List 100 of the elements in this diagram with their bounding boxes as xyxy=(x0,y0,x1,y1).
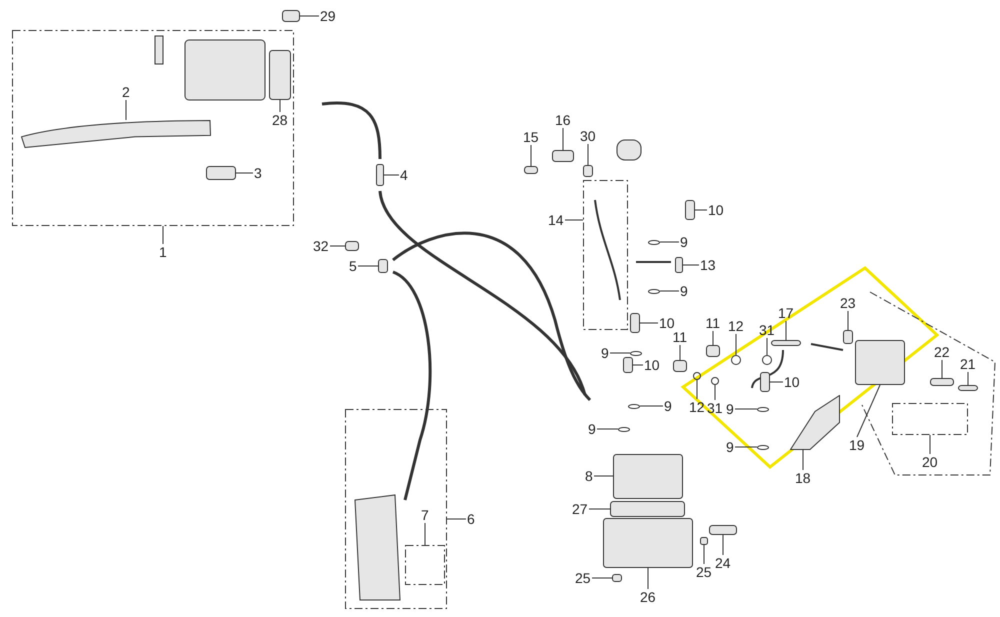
leader-line xyxy=(530,144,532,166)
part-drawing xyxy=(930,378,954,386)
part-drawing xyxy=(673,360,687,372)
callout-number: 10 xyxy=(658,315,676,331)
leader-line xyxy=(640,322,658,324)
part-drawing xyxy=(282,10,300,22)
part-drawing xyxy=(958,385,978,391)
part-drawing xyxy=(603,518,693,568)
leader-line xyxy=(596,428,618,430)
part-drawing xyxy=(706,345,720,357)
leader-line xyxy=(734,408,758,410)
leader-line xyxy=(696,380,698,400)
callout-number: 8 xyxy=(584,468,594,484)
leader-line xyxy=(722,534,724,556)
part-drawing xyxy=(623,357,633,373)
callout-number: 3 xyxy=(253,165,263,181)
washer-drawing xyxy=(762,355,772,365)
callout-number: 32 xyxy=(312,238,330,254)
callout-number: 23 xyxy=(839,295,857,311)
washer-drawing xyxy=(731,355,741,365)
part-drawing xyxy=(612,574,622,582)
leader-line xyxy=(714,384,716,400)
part-drawing xyxy=(630,313,640,333)
washer-drawing xyxy=(618,426,630,432)
leader-line xyxy=(446,518,466,520)
callout-number: 9 xyxy=(725,401,735,417)
callout-number: 13 xyxy=(699,257,717,273)
part-drawing xyxy=(378,259,388,273)
callout-number: 9 xyxy=(663,398,673,414)
leader-line xyxy=(802,450,804,470)
washer-drawing xyxy=(693,372,701,380)
part-drawing xyxy=(269,50,291,100)
callout-number: 21 xyxy=(959,356,977,372)
callout-number: 2 xyxy=(121,84,131,100)
callout-number: 18 xyxy=(794,470,812,486)
callout-number: 25 xyxy=(695,564,713,580)
washer-drawing xyxy=(757,444,769,450)
callout-number: 27 xyxy=(571,501,589,517)
callout-number: 25 xyxy=(574,570,592,586)
callout-number: 11 xyxy=(672,329,688,345)
assembly-outline xyxy=(583,180,628,330)
washer-drawing xyxy=(711,377,719,385)
part-drawing xyxy=(709,525,737,535)
leader-line xyxy=(424,522,426,546)
washer-drawing xyxy=(628,404,640,408)
leader-line xyxy=(660,290,680,292)
leader-line xyxy=(766,338,768,356)
part-drawing xyxy=(685,200,695,220)
leader-line xyxy=(682,264,700,266)
part-drawing xyxy=(855,340,905,385)
callout-number: 9 xyxy=(679,234,689,250)
leader-line xyxy=(856,384,880,438)
callout-number: 19 xyxy=(848,437,866,453)
callout-number: 11 xyxy=(704,315,722,331)
callout-number: 15 xyxy=(522,129,540,145)
callout-number: 12 xyxy=(727,318,745,334)
part-drawing xyxy=(552,150,574,162)
callout-number: 1 xyxy=(158,244,168,260)
callout-number: 24 xyxy=(714,555,732,571)
part-drawing xyxy=(675,257,683,273)
callout-number: 29 xyxy=(319,8,337,24)
callout-number: 14 xyxy=(547,212,565,228)
callout-number: 9 xyxy=(587,421,597,437)
part-drawing xyxy=(760,372,770,392)
assembly-outline xyxy=(12,30,294,226)
part-drawing xyxy=(771,340,801,346)
callout-number: 10 xyxy=(643,357,661,373)
leader-line xyxy=(610,352,630,354)
callout-number: 7 xyxy=(420,507,430,523)
washer-drawing xyxy=(630,350,642,356)
leader-line xyxy=(632,364,644,366)
leader-line xyxy=(384,174,400,176)
callout-number: 5 xyxy=(348,258,358,274)
callout-number: 22 xyxy=(933,344,951,360)
part-drawing xyxy=(345,241,359,251)
callout-number: 9 xyxy=(600,345,610,361)
callout-number: 28 xyxy=(271,112,289,128)
callout-number: 10 xyxy=(707,202,725,218)
part-drawing xyxy=(610,501,685,517)
leader-line xyxy=(712,330,714,346)
callout-number: 4 xyxy=(399,167,409,183)
assembly-outline xyxy=(892,403,968,435)
callout-number: 16 xyxy=(554,112,572,128)
washer-drawing xyxy=(757,406,769,412)
part-drawing xyxy=(206,166,236,180)
callout-number: 26 xyxy=(639,589,657,605)
washer-drawing xyxy=(648,240,660,244)
leader-line xyxy=(734,446,758,448)
part-drawing xyxy=(613,454,683,498)
callout-number: 31 xyxy=(706,400,724,416)
callout-number: 10 xyxy=(783,374,801,390)
part-drawing xyxy=(843,330,853,344)
bracket-drawing xyxy=(790,395,840,450)
leader-line xyxy=(236,172,254,174)
part-drawing xyxy=(583,165,593,177)
washer-drawing xyxy=(648,288,660,294)
callout-number: 20 xyxy=(921,454,939,470)
lever-drawing xyxy=(21,120,211,148)
part-drawing xyxy=(376,164,384,186)
leader-line xyxy=(562,128,564,150)
